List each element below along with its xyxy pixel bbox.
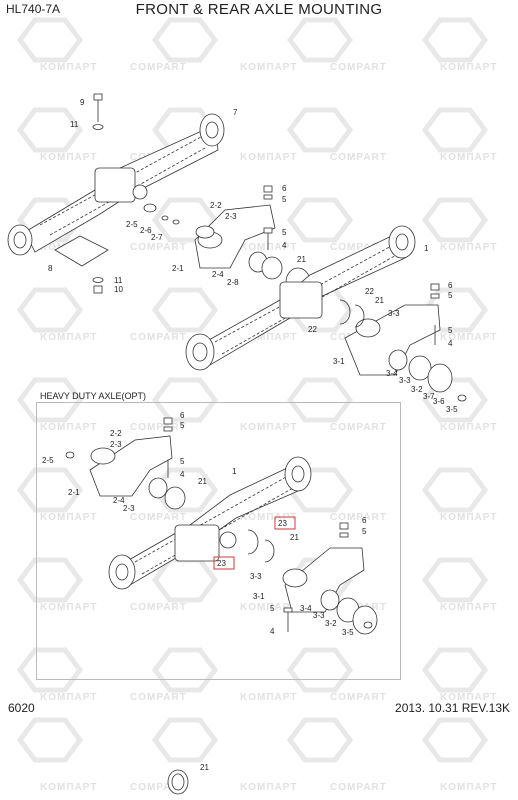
callout-6: 6 [282, 184, 287, 193]
callout-5d: 5 [270, 604, 275, 613]
callout-4b: 4 [448, 339, 453, 348]
callout-3-1: 3-1 [333, 357, 345, 366]
callout-5b: 5 [282, 228, 287, 237]
highlight-box-23 [274, 516, 296, 530]
callout-2-5: 2-5 [126, 220, 138, 229]
callout-2-3: 2-3 [110, 440, 122, 449]
callout-11b: 11 [114, 276, 123, 285]
callout-23: 23 [278, 519, 287, 528]
callout-11: 11 [70, 120, 79, 129]
lower-assembly [65, 417, 378, 795]
heavy-duty-frame [36, 402, 401, 680]
callout-2-5: 2-5 [42, 456, 54, 465]
callout-3-2: 3-2 [325, 619, 337, 628]
callout-2-6: 2-6 [140, 226, 152, 235]
watermark-text: KOMПAPT [440, 62, 498, 73]
callout-3-5: 3-5 [342, 628, 354, 637]
watermark-text: COMPART [130, 62, 187, 73]
watermark-text: KOMПAPT [40, 62, 98, 73]
callout-21b: 21 [290, 533, 299, 542]
highlight-box-23b [213, 556, 235, 570]
model-code: HL740-7A [6, 2, 61, 16]
callout-5b: 5 [180, 457, 185, 466]
callout-23b: 23 [217, 559, 226, 568]
callout-2-4: 2-4 [113, 496, 125, 505]
callout-2-1: 2-1 [172, 264, 184, 273]
callout-21-extra: 21 [200, 763, 209, 772]
section-label: HEAVY DUTY AXLE(OPT) [40, 391, 147, 401]
callout-21: 21 [198, 477, 207, 486]
callout-1: 1 [424, 244, 429, 253]
callout-5d: 5 [448, 326, 453, 335]
callout-4: 4 [180, 470, 185, 479]
callout-21b: 21 [375, 296, 384, 305]
callout-22: 22 [365, 287, 374, 296]
callout-8: 8 [48, 264, 53, 273]
callout-7: 7 [233, 108, 238, 117]
callout-9: 9 [80, 98, 85, 107]
front-axle [7, 113, 225, 256]
callout-3-3: 3-3 [250, 572, 262, 581]
page-code: 6020 [8, 701, 35, 715]
callout-5c: 5 [448, 291, 453, 300]
watermark-text: KOMПAPT [240, 62, 298, 73]
callout-3-5: 3-5 [446, 405, 458, 414]
callout-1: 1 [232, 467, 237, 476]
upper-callouts: 9 11 7 6 5 2-2 2-3 2-5 2-6 2-7 5 4 21 1 … [48, 98, 458, 414]
callout-6b: 6 [362, 516, 367, 525]
callout-21: 21 [297, 255, 306, 264]
callout-3-7: 3-7 [423, 392, 435, 401]
bracket-3-1 [339, 283, 453, 393]
callout-3-4: 3-4 [386, 369, 398, 378]
callout-6: 6 [180, 411, 185, 420]
callout-3-3b: 3-3 [313, 611, 325, 620]
callout-10: 10 [114, 285, 123, 294]
callout-6b: 6 [448, 281, 453, 290]
callout-3-3: 3-3 [388, 309, 400, 318]
callout-2-4: 2-4 [212, 270, 224, 279]
upper-assembly [7, 93, 467, 402]
page-title: FRONT & REAR AXLE MOUNTING [135, 1, 383, 18]
lower-callouts: 6 5 2-2 2-3 2-5 5 4 2-1 1 21 2-4 2-3 23 … [42, 411, 367, 637]
callout-2-2: 2-2 [110, 429, 122, 438]
callout-2-3b: 2-3 [123, 504, 135, 513]
callout-4: 4 [282, 241, 287, 250]
callout-5: 5 [282, 195, 287, 204]
callout-3-1: 3-1 [253, 592, 265, 601]
callout-3-6: 3-6 [433, 397, 445, 406]
callout-2-7: 2-7 [151, 233, 163, 242]
watermark-layer: KOMПAPT COMPART KOMПAPT COMPART KOMПAPT [16, 17, 498, 793]
callout-5c: 5 [362, 527, 367, 536]
callout-3-3b: 3-3 [399, 376, 411, 385]
callout-2-1: 2-1 [68, 488, 80, 497]
callout-2-3: 2-3 [225, 212, 237, 221]
callout-5: 5 [180, 421, 185, 430]
date-revision: 2013. 10.31 REV.13K [395, 701, 510, 715]
callout-4b: 4 [270, 627, 275, 636]
callout-3-2: 3-2 [411, 385, 423, 394]
callout-3-4: 3-4 [300, 604, 312, 613]
callout-2-2: 2-2 [210, 201, 222, 210]
rear-axle [185, 225, 416, 371]
callout-2-8: 2-8 [227, 278, 239, 287]
callout-22b: 22 [308, 325, 317, 334]
watermark-text: COMPART [330, 62, 387, 73]
